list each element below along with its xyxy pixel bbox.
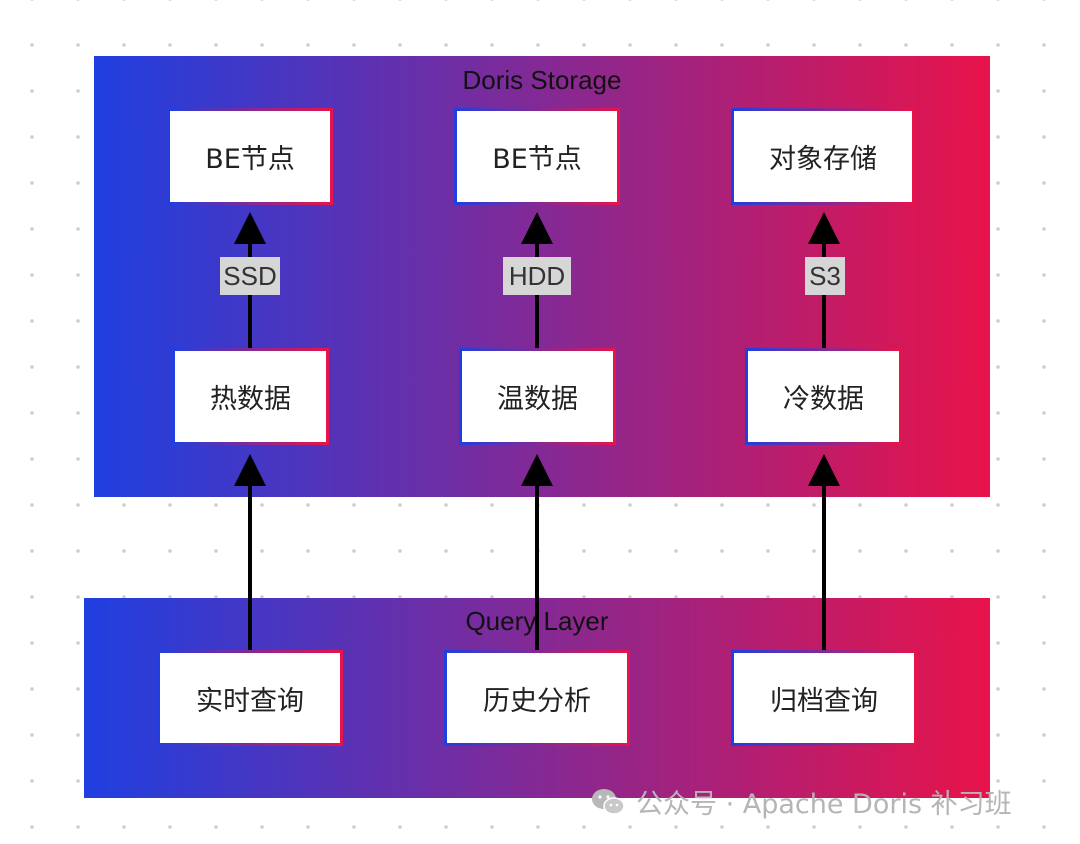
edge-label-s3: S3 xyxy=(805,257,845,295)
node-object-storage: 对象存储 xyxy=(731,108,915,205)
wechat-icon xyxy=(592,788,625,815)
node-history-analysis: 历史分析 xyxy=(444,650,630,746)
node-cold-data: 冷数据 xyxy=(745,348,902,445)
edge-label-hdd: HDD xyxy=(503,257,571,295)
node-be-2: BE节点 xyxy=(454,108,620,205)
node-hot-data: 热数据 xyxy=(172,348,329,445)
node-realtime-query: 实时查询 xyxy=(157,650,343,746)
node-be-1: BE节点 xyxy=(167,108,333,205)
doris-storage-title: Doris Storage xyxy=(462,65,622,95)
watermark: 公众号 · Apache Doris 补习班 xyxy=(590,782,1012,821)
watermark-text: 公众号 · Apache Doris 补习班 xyxy=(636,789,1012,820)
node-archive-query: 归档查询 xyxy=(731,650,917,746)
edge-label-ssd: SSD xyxy=(220,257,280,295)
node-warm-data: 温数据 xyxy=(459,348,616,445)
